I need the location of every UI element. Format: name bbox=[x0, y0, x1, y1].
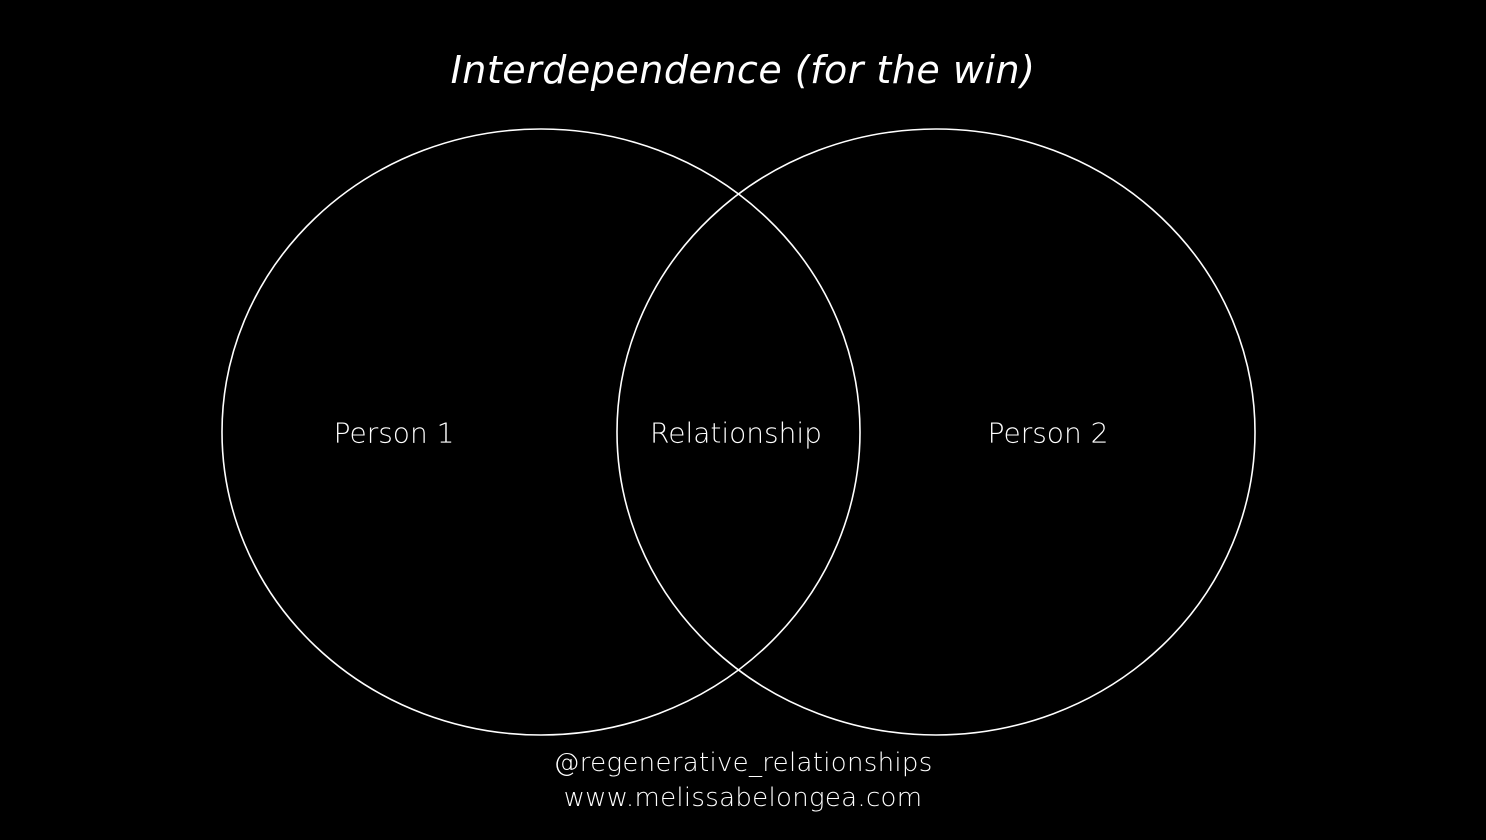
person-2-circle bbox=[616, 128, 1256, 736]
person-2-label: Person 2 bbox=[988, 417, 1109, 450]
person-1-circle bbox=[221, 128, 861, 736]
relationship-label: Relationship bbox=[650, 417, 822, 450]
person-1-label: Person 1 bbox=[334, 417, 455, 450]
website-url: www.melissabelongea.com bbox=[563, 783, 923, 813]
diagram-title: Interdependence (for the win) bbox=[450, 48, 1036, 92]
social-handle: @regenerative_relationships bbox=[553, 748, 933, 778]
